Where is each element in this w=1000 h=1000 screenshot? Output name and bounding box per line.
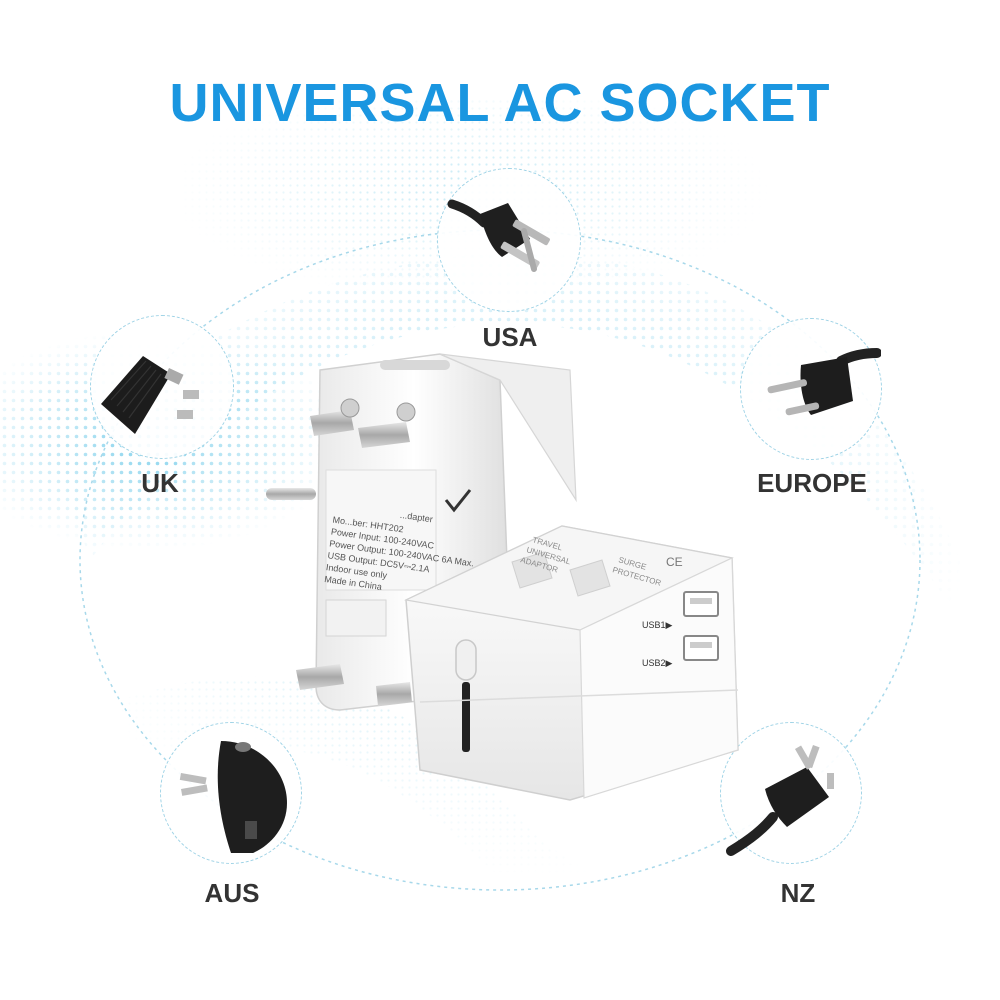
nz-plug-circle (720, 722, 862, 864)
uk-plug-circle (90, 315, 234, 459)
usa-plug-icon (447, 199, 550, 272)
ce-mark: CE (666, 555, 683, 569)
aus-label: AUS (204, 878, 260, 908)
uk-plug-icon (101, 356, 199, 434)
page-title: UNIVERSAL AC SOCKET (169, 73, 831, 133)
aus-plug-icon (179, 741, 287, 853)
aus-plug-circle (160, 722, 302, 864)
nz-label: NZ (780, 878, 816, 908)
usb2-label: USB2▶ (642, 658, 673, 668)
travel-adapter-product: Mo...ber: HHT202 Power Input: 100-240VAC… (266, 353, 739, 801)
usa-plug-circle (437, 168, 581, 312)
uk-label: UK (141, 468, 179, 498)
spec-header: ...dapter (399, 510, 433, 524)
usa-label: USA (482, 322, 538, 352)
nz-plug-icon (726, 745, 834, 856)
usb1-label: USB1▶ (642, 620, 673, 630)
europe-plug-icon (767, 348, 881, 416)
europe-label: EUROPE (757, 468, 867, 498)
europe-plug-circle (740, 318, 882, 460)
